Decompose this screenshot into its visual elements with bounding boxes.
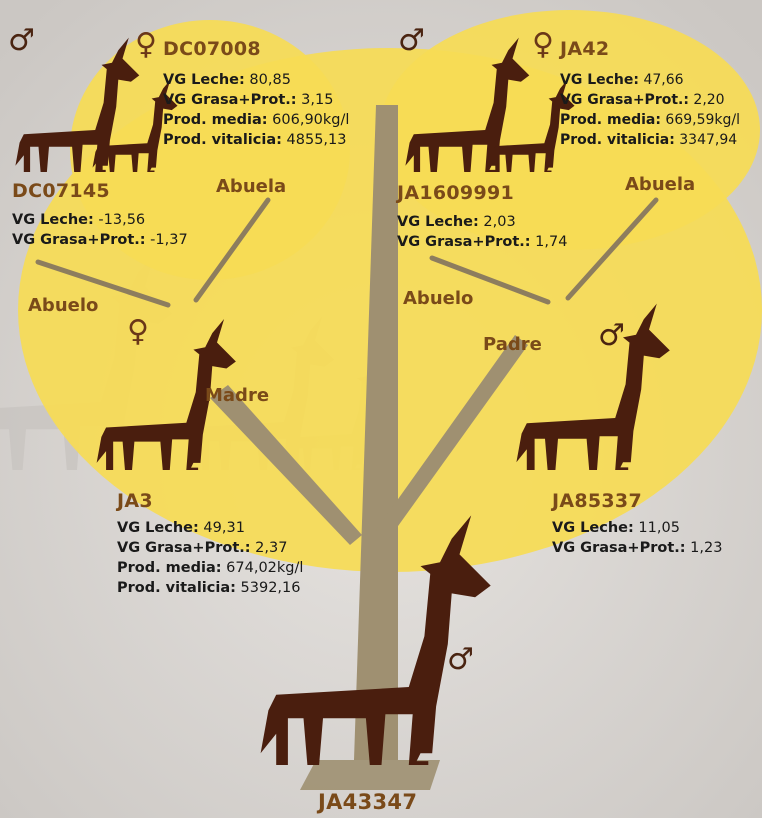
stat-label: Prod. vitalicia: [163, 132, 282, 148]
stat-value: 1,74 [535, 234, 567, 250]
maternal-grandmother-role: Abuela [216, 176, 286, 197]
stat-label: VG Leche: [12, 212, 94, 228]
stat-label: Prod. vitalicia: [117, 580, 236, 596]
stat-label: VG Leche: [163, 72, 245, 88]
stat-value: -13,56 [98, 212, 145, 228]
stat-label: VG Grasa+Prot.: [12, 232, 146, 248]
stat-label: Prod. vitalicia: [560, 132, 675, 148]
stat-label: VG Grasa+Prot.: [163, 92, 297, 108]
stat-value: -1,37 [150, 232, 188, 248]
male-symbol: ♂ [447, 645, 474, 675]
stat-label: VG Grasa+Prot.: [560, 92, 689, 108]
stat-label: Prod. media: [560, 112, 661, 128]
stat-value: 3347,94 [679, 132, 737, 148]
stat-value: 4855,13 [287, 132, 347, 148]
stat-value: 47,66 [643, 72, 683, 88]
father-stats: VG Leche: 11,05 VG Grasa+Prot.: 1,23 [552, 518, 722, 558]
mother-role: Madre [205, 385, 269, 406]
father-id: JA85337 [552, 490, 642, 512]
stat-value: 3,15 [301, 92, 333, 108]
maternal-grandfather-stats: VG Leche: -13,56 VG Grasa+Prot.: -1,37 [12, 210, 188, 250]
male-symbol: ♂ [598, 321, 625, 351]
stat-value: 606,90kg/l [272, 112, 349, 128]
stat-value: 2,20 [693, 92, 724, 108]
paternal-grandmother-id: JA42 [560, 38, 609, 60]
stat-value: 1,23 [690, 540, 722, 556]
stat-label: VG Leche: [560, 72, 639, 88]
stat-label: Prod. media: [117, 560, 222, 576]
stat-value: 11,05 [638, 520, 680, 536]
stat-value: 674,02kg/l [226, 560, 303, 576]
paternal-grandfather-id: JA1609991 [397, 182, 514, 204]
female-symbol: ♀ [532, 30, 554, 60]
stat-label: VG Leche: [552, 520, 634, 536]
paternal-grandfather-stats: VG Leche: 2,03 VG Grasa+Prot.: 1,74 [397, 212, 567, 252]
male-symbol: ♂ [8, 26, 35, 56]
stat-value: 2,03 [483, 214, 515, 230]
father-role: Padre [483, 334, 542, 355]
mother-stats: VG Leche: 49,31 VG Grasa+Prot.: 2,37 Pro… [117, 518, 303, 598]
stat-value: 5392,16 [241, 580, 301, 596]
stat-label: Prod. media: [163, 112, 268, 128]
mother-id: JA3 [117, 490, 153, 512]
maternal-grandmother-stats: VG Leche: 80,85 VG Grasa+Prot.: 3,15 Pro… [163, 70, 349, 150]
stat-value: 49,31 [203, 520, 245, 536]
stat-value: 80,85 [249, 72, 291, 88]
stat-label: VG Grasa+Prot.: [397, 234, 531, 250]
maternal-grandfather-role: Abuelo [28, 295, 98, 316]
stat-label: VG Leche: [117, 520, 199, 536]
female-symbol: ♀ [127, 317, 149, 347]
male-symbol: ♂ [398, 26, 425, 56]
female-symbol: ♀ [135, 30, 157, 60]
subject-id: JA43347 [318, 790, 417, 814]
stat-label: VG Grasa+Prot.: [117, 540, 251, 556]
stat-value: 2,37 [255, 540, 287, 556]
maternal-grandfather-id: DC07145 [12, 180, 110, 202]
paternal-grandfather-role: Abuelo [403, 288, 473, 309]
paternal-grandmother-role: Abuela [625, 174, 695, 195]
paternal-grandmother-stats: VG Leche: 47,66 VG Grasa+Prot.: 2,20 Pro… [560, 70, 740, 150]
stat-label: VG Grasa+Prot.: [552, 540, 686, 556]
stat-label: VG Leche: [397, 214, 479, 230]
stat-value: 669,59kg/l [665, 112, 740, 128]
maternal-grandmother-id: DC07008 [163, 38, 261, 60]
